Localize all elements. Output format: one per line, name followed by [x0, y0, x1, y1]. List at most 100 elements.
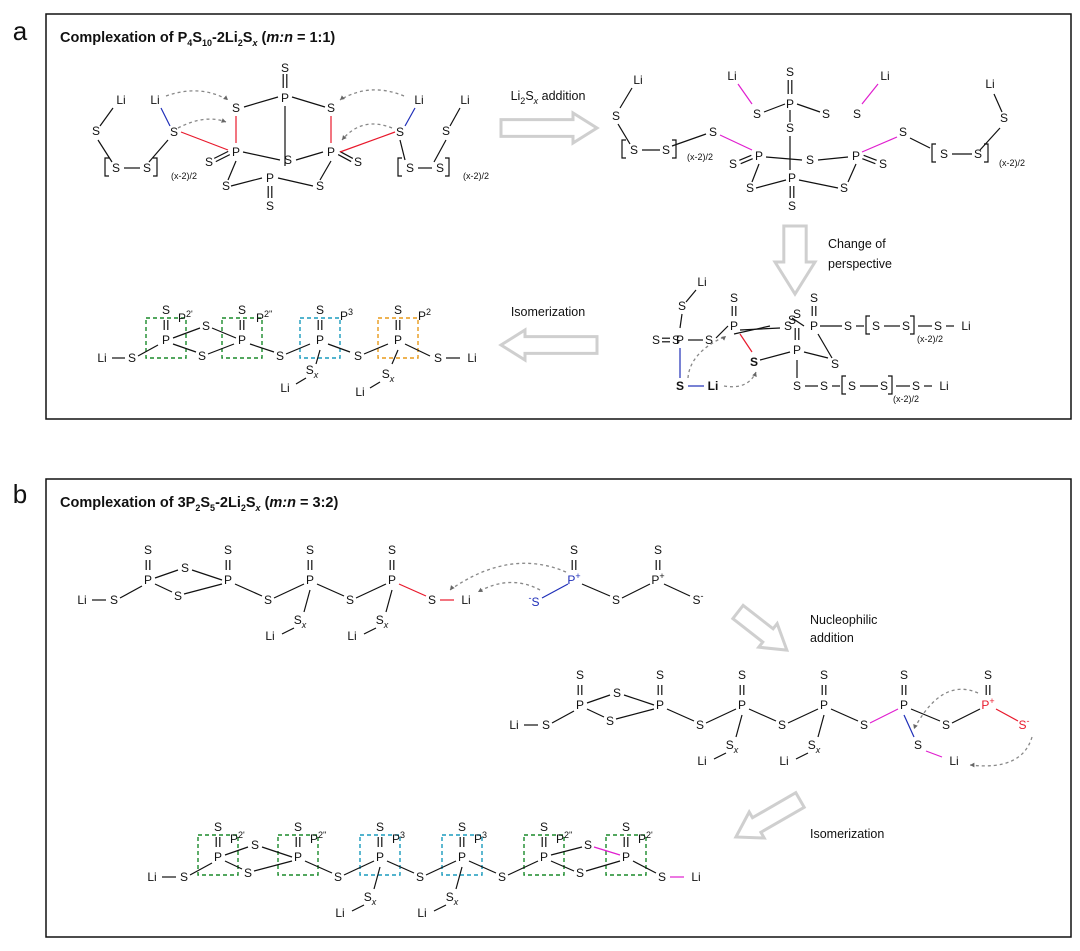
label-span: P	[214, 850, 222, 864]
label-span: P	[676, 333, 684, 347]
curly-arrow-path	[723, 371, 757, 388]
atom-s: S	[238, 303, 246, 317]
bond	[303, 589, 311, 613]
atom-p-cation: P+	[567, 571, 580, 587]
double-bond	[811, 306, 817, 316]
label-span: Li	[116, 93, 125, 107]
site-box	[441, 834, 483, 876]
process-arrow-shape	[733, 790, 807, 840]
bond	[803, 351, 829, 359]
label-span: 2	[195, 503, 200, 513]
label-span: 2'	[646, 830, 653, 840]
atom-li: Li	[779, 754, 788, 768]
double-bond-line	[339, 150, 354, 159]
atom-s: S	[709, 125, 717, 139]
bond	[861, 136, 898, 153]
double-bond	[282, 74, 288, 88]
label-span: S	[316, 303, 324, 317]
label-span: (x-2)/2	[463, 171, 489, 181]
bond	[172, 343, 197, 353]
label-span: S	[784, 319, 792, 333]
bond	[830, 708, 859, 722]
label-span: x	[453, 897, 459, 907]
step-label-change-of-perspective: perspective	[828, 257, 892, 271]
label-span: S	[974, 147, 982, 161]
label-span: S	[793, 307, 801, 321]
bond	[273, 583, 305, 599]
label-span: S	[860, 718, 868, 732]
step-label-isomerization-a: Isomerization	[511, 305, 585, 319]
atom-sx: Sx	[382, 367, 395, 384]
bond	[343, 860, 375, 876]
atom-p: P	[852, 149, 860, 163]
label-span: S	[112, 161, 120, 175]
label-span: P	[418, 309, 426, 323]
double-bond	[215, 837, 221, 847]
atom-s: S	[900, 668, 908, 682]
atom-s: S	[654, 543, 662, 557]
label-span: P	[232, 145, 240, 159]
bond	[433, 139, 447, 163]
double-bond	[789, 186, 795, 198]
label-span: = 3:2)	[296, 495, 338, 511]
bond	[739, 327, 781, 331]
bracket-path	[672, 139, 677, 159]
bond	[455, 866, 463, 890]
label-span: S	[570, 543, 578, 557]
bond	[593, 846, 621, 856]
atom-s: S	[788, 199, 796, 213]
label-span: S	[143, 161, 151, 175]
atom-li: Li	[949, 754, 958, 768]
curly-arrow-path	[341, 123, 393, 141]
label-span: Li	[265, 629, 274, 643]
label-span: S	[793, 379, 801, 393]
label-span: Li	[949, 754, 958, 768]
atom-s: S	[942, 718, 950, 732]
label-span: S	[144, 543, 152, 557]
label-span: S	[174, 589, 182, 603]
label-span: S	[676, 379, 684, 393]
atom-p: P	[224, 573, 232, 587]
bond	[468, 860, 497, 874]
label-span: Li	[280, 381, 289, 395]
label-span: x	[255, 503, 262, 513]
double-bond	[821, 685, 827, 695]
label-span: P	[540, 850, 548, 864]
label-span: 3	[482, 830, 487, 840]
atom-p: P	[458, 850, 466, 864]
label-span: S	[376, 613, 384, 627]
curly-arrow-path	[687, 335, 727, 379]
label-span: S	[899, 125, 907, 139]
bond	[189, 862, 213, 876]
atom-s: S	[170, 125, 178, 139]
double-bond	[541, 837, 547, 847]
bond	[551, 710, 575, 724]
atom-s: S	[612, 593, 620, 607]
bond	[581, 583, 611, 597]
atom-s: S	[428, 593, 436, 607]
atom-s: S	[848, 379, 856, 393]
label-span: Li	[691, 870, 700, 884]
atom-li: Li	[467, 351, 476, 365]
label-span: Li	[147, 870, 156, 884]
atom-s: S	[778, 718, 786, 732]
atom-p: P	[622, 850, 630, 864]
label-span: S	[746, 181, 754, 195]
bond	[398, 583, 427, 597]
label-span: P	[316, 333, 324, 347]
label-span: Li	[417, 906, 426, 920]
label-span: S	[436, 161, 444, 175]
label-span: S	[654, 543, 662, 557]
arrow-head	[340, 95, 345, 100]
label-span: (x-2)/2	[917, 334, 943, 344]
bond	[550, 860, 575, 872]
atom-p: P	[656, 698, 664, 712]
arrow-head	[752, 372, 757, 377]
atom-s: S	[327, 101, 335, 115]
atom-p: P	[162, 333, 170, 347]
label-span: S	[396, 125, 404, 139]
label-span: P	[786, 97, 794, 111]
label-span: S	[738, 668, 746, 682]
atom-s: S	[630, 143, 638, 157]
